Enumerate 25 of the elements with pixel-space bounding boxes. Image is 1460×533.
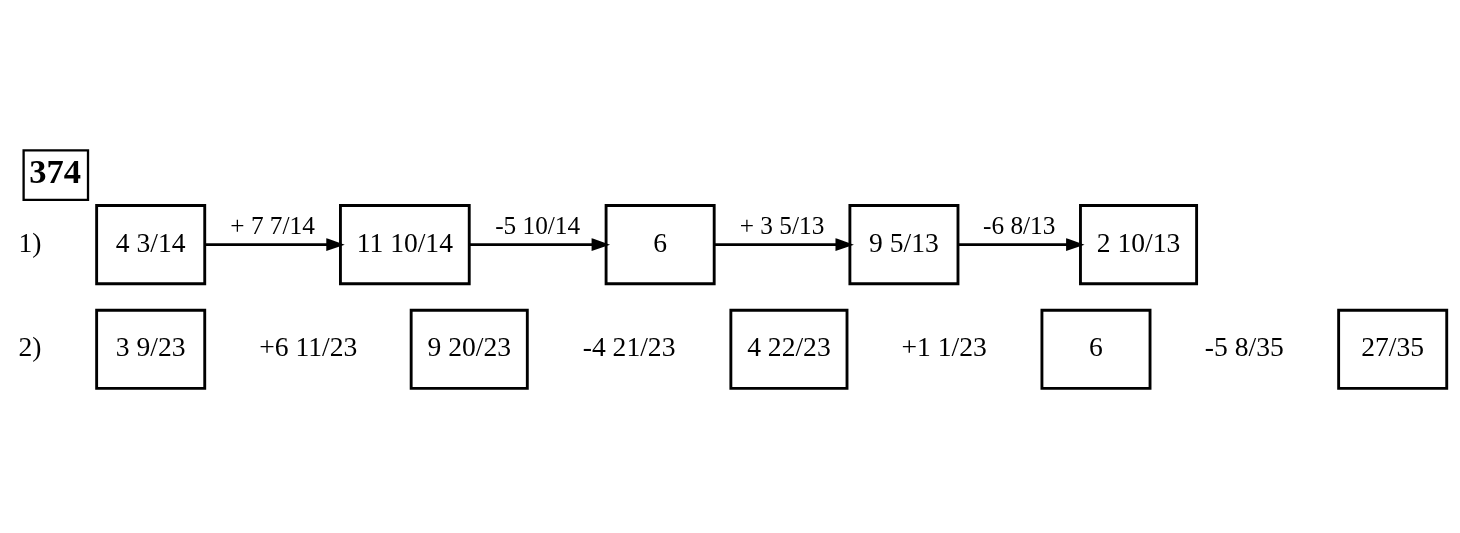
label: -4 21/23 bbox=[582, 331, 676, 363]
node-box: 9 5/13 bbox=[848, 204, 960, 286]
label: 1) bbox=[18, 226, 42, 258]
arrow bbox=[714, 238, 854, 252]
label: +1 1/23 bbox=[901, 331, 987, 363]
label: +6 11/23 bbox=[259, 331, 358, 363]
node-box: 6 bbox=[1040, 308, 1152, 390]
node-box: 4 22/23 bbox=[729, 308, 849, 390]
node-box: 2 10/13 bbox=[1079, 204, 1199, 286]
diagram-title: 374 bbox=[29, 152, 82, 191]
node-box: 3 9/23 bbox=[95, 308, 207, 390]
node-box: 6 bbox=[604, 204, 716, 286]
edge-label: + 3 5/13 bbox=[739, 210, 825, 239]
label: 2) bbox=[18, 331, 42, 363]
arrow bbox=[958, 238, 1085, 252]
edge-label: -5 10/14 bbox=[495, 210, 581, 239]
arrow bbox=[204, 238, 345, 252]
arrow bbox=[469, 238, 611, 252]
node-box: 27/35 bbox=[1337, 308, 1449, 390]
edge-label: + 7 7/14 bbox=[230, 210, 315, 239]
node-box: 11 10/14 bbox=[339, 204, 471, 286]
label: -5 8/35 bbox=[1204, 331, 1284, 363]
edge-label: -6 8/13 bbox=[983, 210, 1056, 239]
node-box: 9 20/23 bbox=[409, 308, 529, 390]
node-box: 4 3/14 bbox=[95, 204, 207, 286]
